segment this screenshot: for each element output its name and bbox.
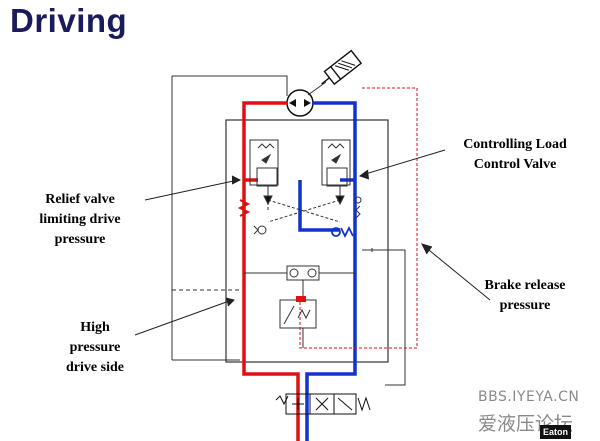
controlling-load-label: Controlling Load Control Valve [463,137,567,172]
pressure-reducing-valve [279,296,317,348]
brake-pilot-line [299,87,418,349]
callout-arrows [134,149,491,336]
page-title: Driving [10,2,128,39]
return-spring-check [331,225,354,239]
right-load-control-valve [321,139,351,206]
high-pressure-line [242,101,300,441]
drain-lines [171,75,406,386]
brake-release-label: Brake release pressure [484,278,566,313]
watermark-site: BBS.IYEYA.CN [478,389,580,405]
brand-logo: Eaton [540,425,572,439]
crossover-pilot-lines [267,199,341,223]
high-pressure-label: High pressure drive side [66,320,124,375]
check-valves [253,196,362,235]
hydraulic-motor-symbol [286,81,327,117]
shuttle-valve [244,265,355,296]
left-relief-valve-block [249,139,279,206]
relief-valve-label: Relief valve limiting drive pressure [39,192,121,247]
relief-valve-spring [237,199,251,217]
valve-block-housing [225,119,389,363]
brake-cylinder-symbol [321,49,363,86]
directional-control-valve [275,393,371,415]
